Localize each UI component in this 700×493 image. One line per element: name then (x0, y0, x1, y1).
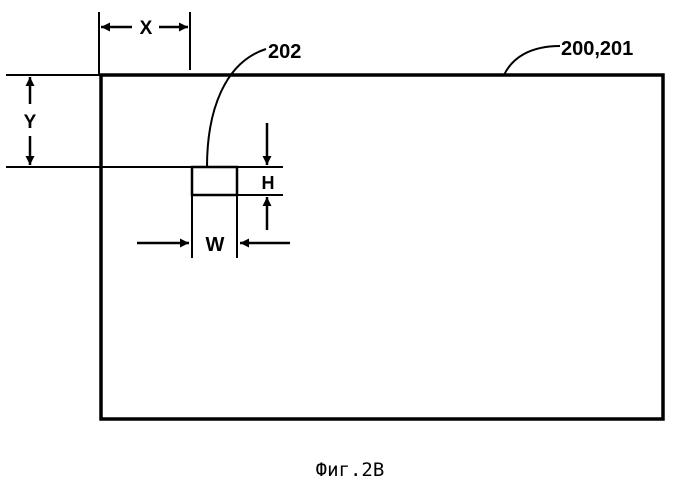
w-label: W (206, 234, 225, 256)
leader-200-201 (504, 46, 560, 75)
figure-caption: Фиг.2В (316, 459, 385, 481)
leader-202 (207, 49, 266, 167)
x-label: X (140, 18, 153, 39)
sub-area-rectangle (192, 167, 237, 195)
y-label: Y (24, 112, 37, 133)
ref-label-202: 202 (268, 41, 301, 63)
frame-rectangle (101, 75, 663, 419)
h-label: H (262, 173, 275, 193)
ref-label-200-201: 200,201 (561, 38, 633, 60)
